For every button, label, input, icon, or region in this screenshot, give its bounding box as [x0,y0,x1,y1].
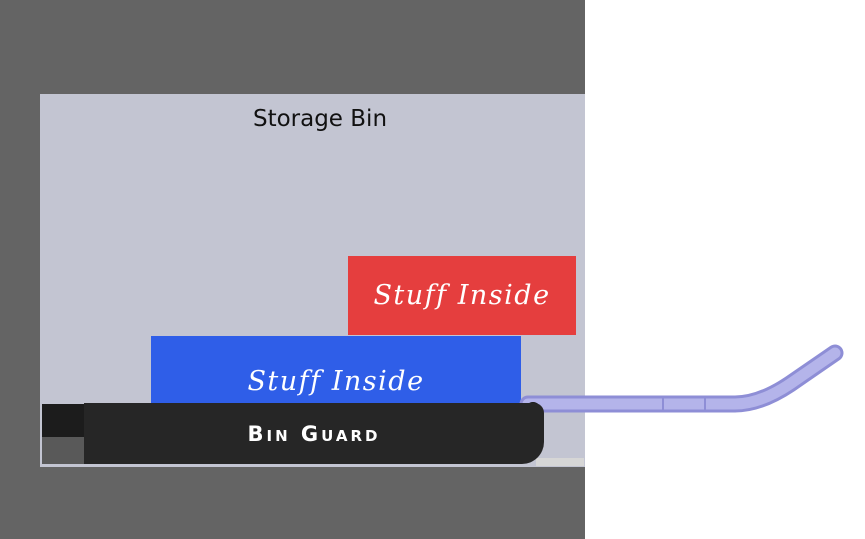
guard-end-cap-lower [42,437,84,464]
storage-bin-label: Storage Bin [252,106,388,132]
stuff-inside-bottom-box: Stuff Inside [151,336,521,405]
stuff-inside-bottom-label: Stuff Inside [247,366,425,397]
stuff-inside-top-box: Stuff Inside [348,256,576,335]
stuff-inside-top-label: Stuff Inside [373,280,551,311]
bin-guard: Bin Guard [84,403,544,464]
handle-arm-highlight [522,347,841,410]
guard-foot [536,458,584,466]
bin-guard-label: Bin Guard [247,421,381,446]
